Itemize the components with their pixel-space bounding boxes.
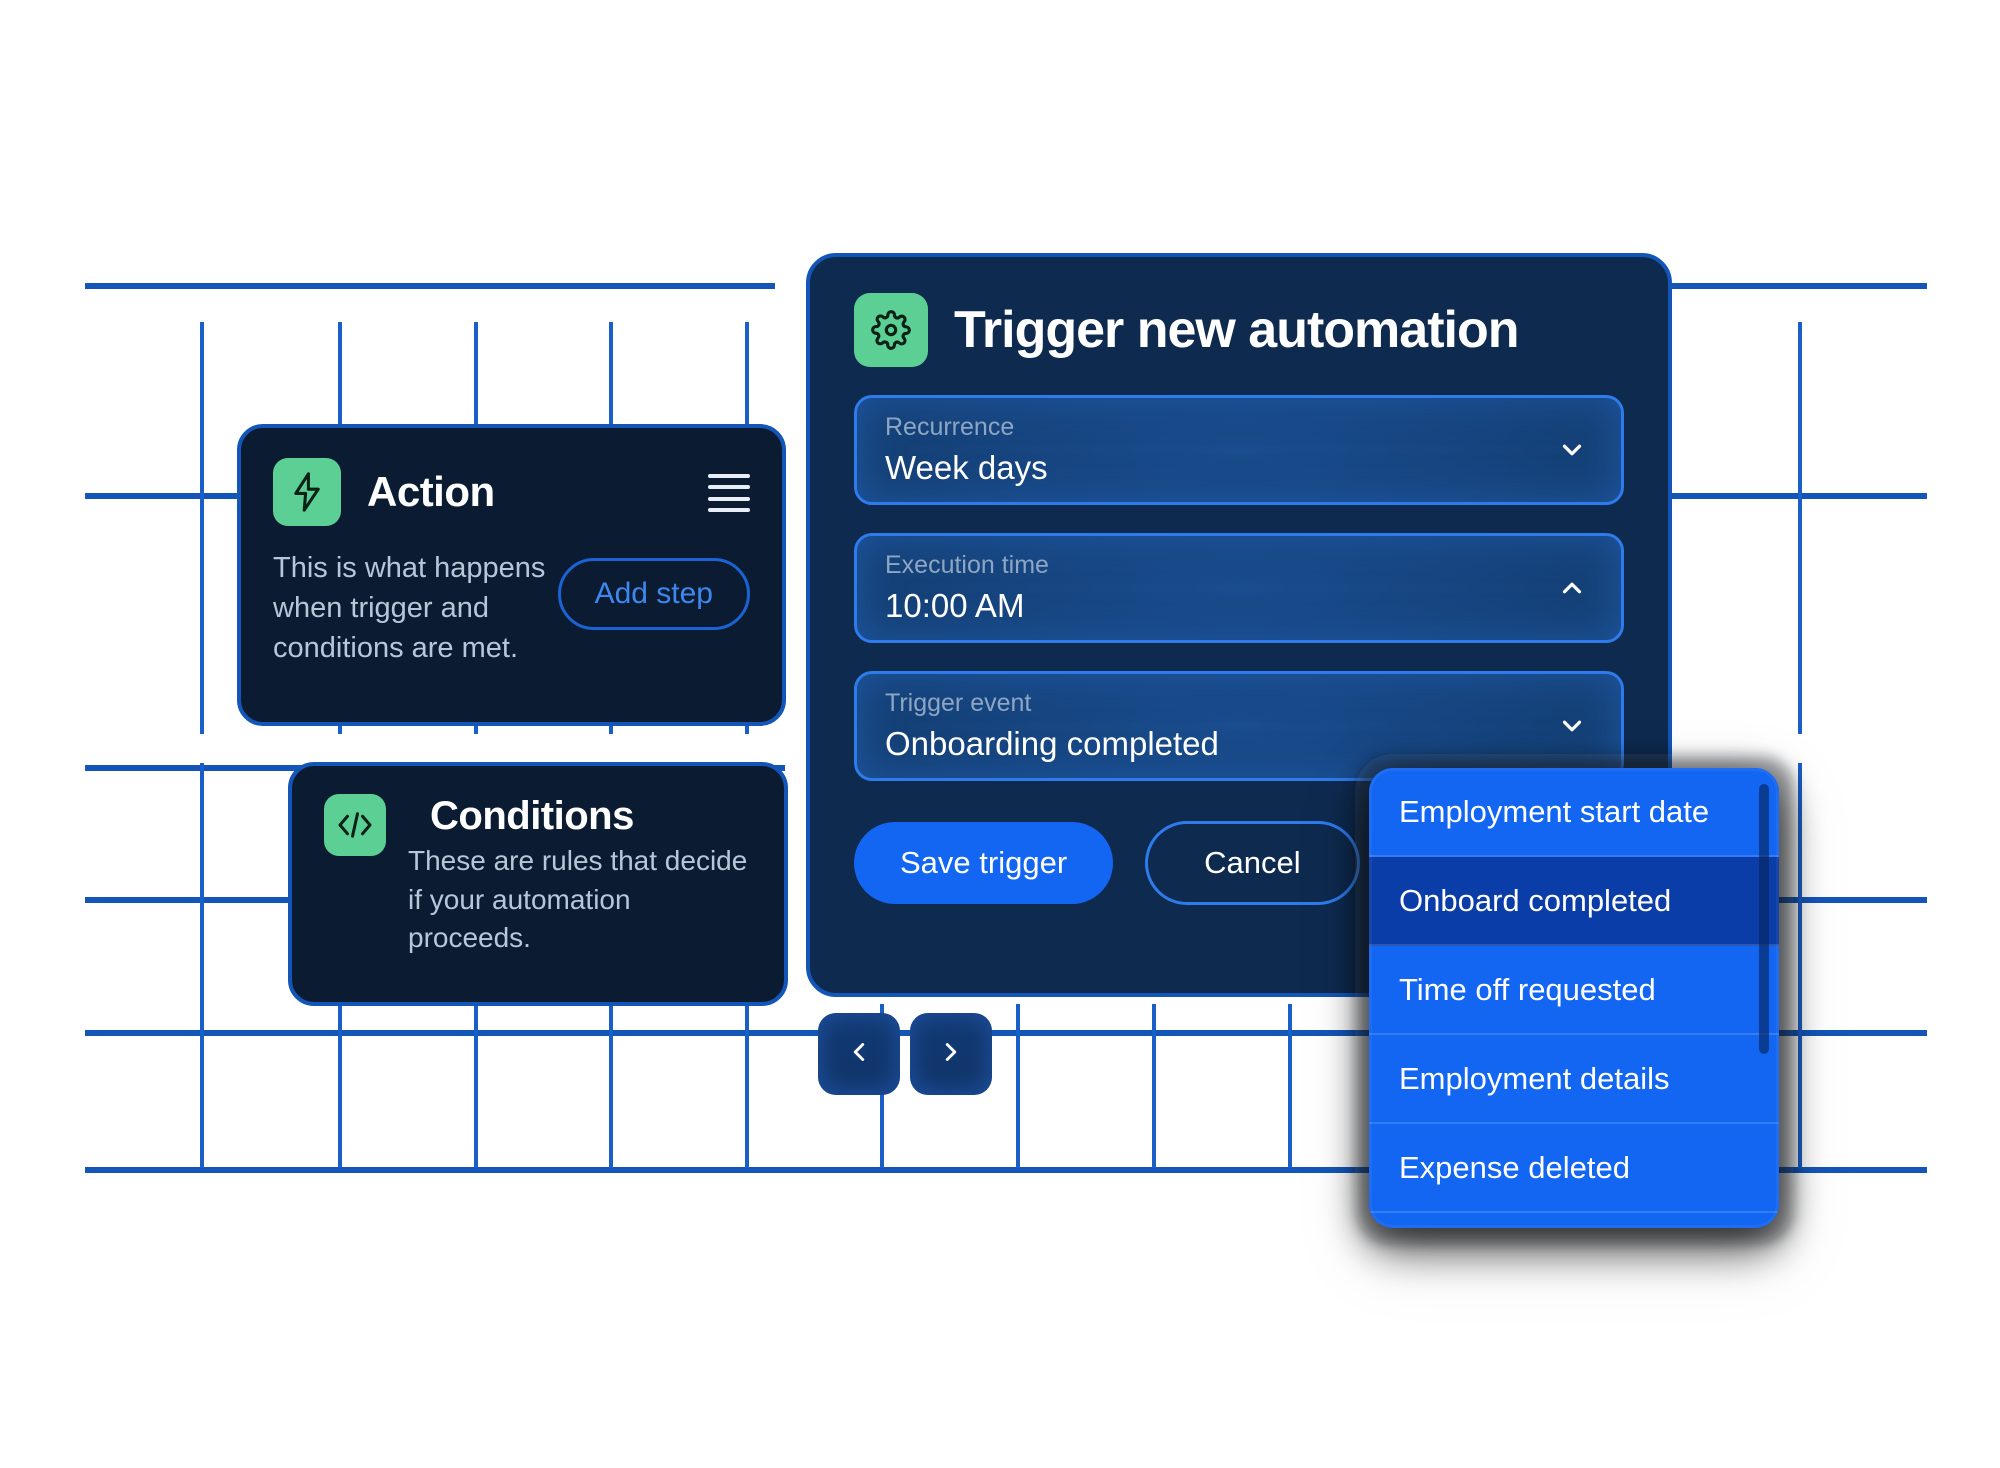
previous-button[interactable] xyxy=(818,1013,900,1095)
execution-time-value: 10:00 AM xyxy=(885,586,1025,624)
grid-line-v xyxy=(609,1004,613,1168)
dropdown-item[interactable]: Onboard completed xyxy=(1369,857,1779,946)
grid-line-v xyxy=(200,763,204,1168)
grid-line-v xyxy=(338,1004,342,1168)
dropdown-item[interactable]: Employment details xyxy=(1369,1035,1779,1124)
execution-time-field[interactable]: Execution time 10:00 AM xyxy=(854,533,1624,643)
lightning-bolt-icon xyxy=(273,458,341,526)
dropdown-scrollbar[interactable] xyxy=(1759,784,1769,1054)
dropdown-item[interactable]: Time off requested xyxy=(1369,946,1779,1035)
recurrence-label: Recurrence xyxy=(885,413,1015,441)
gear-icon xyxy=(854,293,928,367)
grid-line-v xyxy=(474,1004,478,1168)
grid-line-h xyxy=(85,283,775,289)
trigger-event-label: Trigger event xyxy=(885,689,1032,717)
recurrence-field[interactable]: Recurrence Week days xyxy=(854,395,1624,505)
modal-title: Trigger new automation xyxy=(954,301,1519,359)
trigger-event-dropdown[interactable]: Employment start date Onboard completed … xyxy=(1369,768,1779,1228)
grid-line-h xyxy=(1672,283,1927,289)
modal-action-row: Save trigger Cancel xyxy=(854,821,1624,905)
trigger-event-field[interactable]: Trigger event Onboarding completed xyxy=(854,671,1624,781)
grid-line-v xyxy=(1152,1004,1156,1168)
grid-line-h xyxy=(85,1030,1927,1036)
grid-line-h xyxy=(85,1167,1927,1173)
action-card: Action This is what happens when trigger… xyxy=(237,424,786,726)
action-card-title: Action xyxy=(367,468,495,515)
chevron-right-icon xyxy=(936,1035,966,1074)
trigger-event-value: Onboarding completed xyxy=(885,724,1219,762)
chevron-down-icon[interactable] xyxy=(1557,711,1587,741)
modal-header: Trigger new automation xyxy=(854,293,1624,367)
grid-line-v xyxy=(745,1004,749,1168)
action-card-header: Action xyxy=(273,458,750,526)
grid-line-v xyxy=(1798,763,1802,1168)
save-trigger-button[interactable]: Save trigger xyxy=(854,822,1114,904)
add-step-button[interactable]: Add step xyxy=(557,558,750,630)
action-card-description: This is what happens when trigger and co… xyxy=(273,552,546,665)
conditions-card-title: Conditions xyxy=(430,794,634,838)
grid-line-v xyxy=(1798,322,1802,734)
execution-time-label: Execution time xyxy=(885,551,1049,579)
chevron-down-icon[interactable] xyxy=(1557,435,1587,465)
conditions-card-text: Conditions These are rules that decide i… xyxy=(408,794,752,958)
chevron-left-icon xyxy=(844,1035,874,1074)
grid-line-v xyxy=(200,322,204,734)
code-brackets-icon xyxy=(324,794,386,856)
dropdown-item[interactable]: Employment start date xyxy=(1369,768,1779,857)
conditions-card-header: Conditions These are rules that decide i… xyxy=(324,794,752,958)
recurrence-value: Week days xyxy=(885,448,1048,486)
grid-line-v xyxy=(1016,1004,1020,1168)
chevron-up-icon[interactable] xyxy=(1557,573,1587,603)
conditions-card-description: These are rules that decide if your auto… xyxy=(408,845,748,954)
cancel-button[interactable]: Cancel xyxy=(1145,821,1360,905)
conditions-card: Conditions These are rules that decide i… xyxy=(288,762,788,1006)
grid-line-v xyxy=(1288,1004,1292,1168)
next-button[interactable] xyxy=(910,1013,992,1095)
action-card-body: This is what happens when trigger and co… xyxy=(273,548,750,668)
dropdown-item[interactable]: Expense deleted xyxy=(1369,1124,1779,1213)
hamburger-menu-icon[interactable] xyxy=(708,474,750,512)
